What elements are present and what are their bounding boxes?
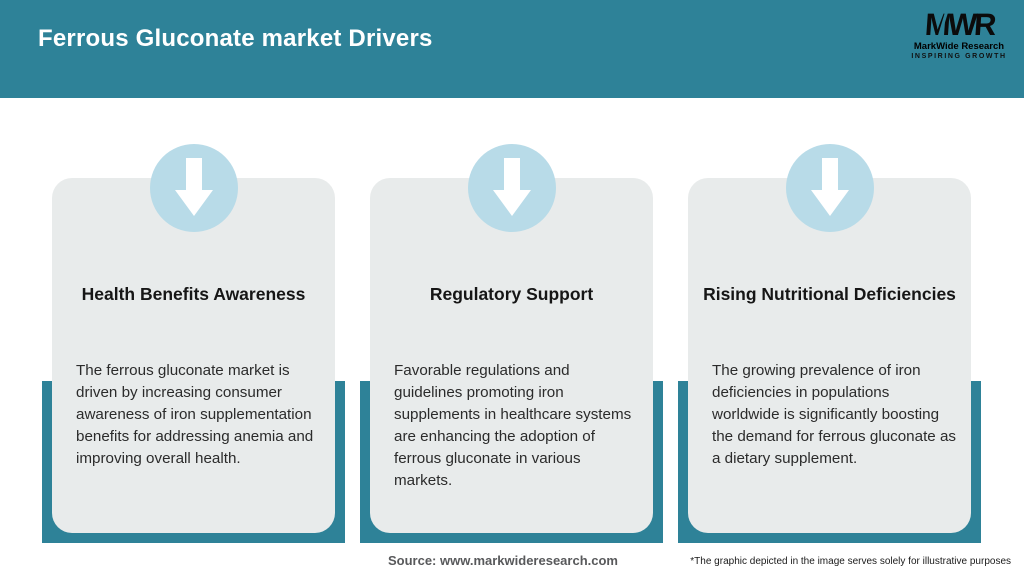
card-title: Regulatory Support bbox=[429, 284, 594, 304]
driver-card-column-1: Health Benefits Awareness The ferrous gl… bbox=[42, 144, 345, 544]
driver-card-column-3: Rising Nutritional Deficiencies The grow… bbox=[678, 144, 981, 544]
illustrative-disclaimer: *The graphic depicted in the image serve… bbox=[690, 556, 1011, 567]
card-body-text: The ferrous gluconate market is driven b… bbox=[76, 362, 314, 467]
logo-tagline: INSPIRING GROWTH bbox=[911, 53, 1007, 60]
logo-company-name: MarkWide Research bbox=[913, 41, 1005, 52]
down-arrow-badge bbox=[785, 144, 874, 232]
down-arrow-icon bbox=[488, 156, 536, 220]
driver-card-column-2: Regulatory Support Favorable regulations… bbox=[360, 144, 663, 544]
page-title: Ferrous Gluconate market Drivers bbox=[38, 25, 433, 52]
down-arrow-badge bbox=[149, 144, 238, 232]
card-title: Rising Nutritional Deficiencies bbox=[703, 284, 956, 304]
down-arrow-icon bbox=[170, 156, 218, 220]
markwide-research-logo: MWR MarkWide Research INSPIRING GROWTH bbox=[908, 7, 1010, 60]
down-arrow-icon bbox=[806, 156, 854, 220]
card-body-text: The growing prevalence of iron deficienc… bbox=[712, 362, 956, 467]
driver-card: Regulatory Support Favorable regulations… bbox=[370, 178, 653, 533]
down-arrow-badge bbox=[467, 144, 556, 232]
driver-card: Rising Nutritional Deficiencies The grow… bbox=[688, 178, 971, 533]
card-title: Health Benefits Awareness bbox=[81, 284, 306, 304]
header-bar: Ferrous Gluconate market Drivers MWR Mar… bbox=[0, 0, 1024, 98]
logo-monogram: MWR bbox=[923, 7, 995, 42]
card-body-text: Favorable regulations and guidelines pro… bbox=[394, 362, 632, 489]
source-attribution: Source: www.markwideresearch.com bbox=[387, 553, 618, 568]
driver-card: Health Benefits Awareness The ferrous gl… bbox=[52, 178, 335, 533]
